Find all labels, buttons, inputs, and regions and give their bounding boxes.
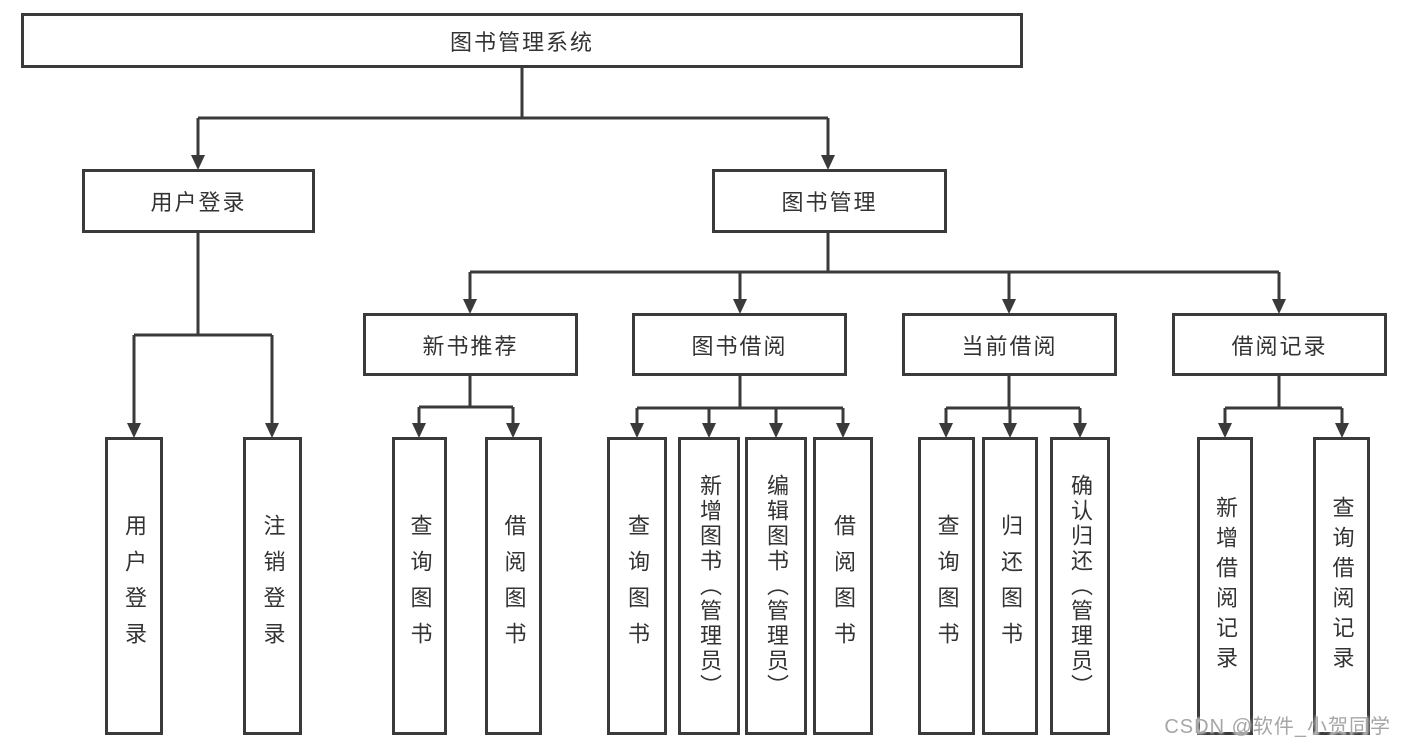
node-user-login: 用户登录 bbox=[82, 169, 315, 233]
node-new-book-recommend: 新书推荐 bbox=[363, 313, 578, 376]
node-leaf-add-borrow-record: 新增借阅记录 bbox=[1197, 437, 1253, 735]
leaf-label: 查询借阅记录 bbox=[1329, 496, 1355, 676]
node-leaf-borrow-books-1: 借阅图书 bbox=[485, 437, 542, 735]
node-leaf-edit-books-admin: 编辑图书（管理员） bbox=[745, 437, 807, 735]
leaf-label: 新增图书（管理员） bbox=[697, 473, 722, 699]
node-leaf-user-login: 用户登录 bbox=[105, 437, 163, 735]
node-leaf-query-borrow-record: 查询借阅记录 bbox=[1313, 437, 1370, 735]
node-book-borrow: 图书借阅 bbox=[632, 313, 847, 376]
leaf-label: 新增借阅记录 bbox=[1213, 496, 1238, 676]
leaf-label: 查询图书 bbox=[625, 514, 650, 658]
node-borrow-records: 借阅记录 bbox=[1172, 313, 1387, 376]
node-book-management: 图书管理 bbox=[712, 169, 947, 233]
node-leaf-borrow-books-2: 借阅图书 bbox=[813, 437, 873, 735]
leaf-label: 编辑图书（管理员） bbox=[764, 473, 789, 699]
node-library-management-system: 图书管理系统 bbox=[21, 13, 1023, 68]
node-leaf-return-books: 归还图书 bbox=[982, 437, 1038, 735]
leaf-label: 查询图书 bbox=[407, 514, 433, 658]
leaf-label: 确认归还（管理员） bbox=[1068, 473, 1093, 699]
leaf-label: 用户登录 bbox=[122, 514, 147, 658]
node-leaf-query-books-2: 查询图书 bbox=[607, 437, 667, 735]
leaf-label: 查询图书 bbox=[934, 514, 960, 658]
arrowheads bbox=[127, 155, 1349, 438]
node-leaf-query-books-3: 查询图书 bbox=[918, 437, 975, 735]
leaf-label: 归还图书 bbox=[998, 514, 1023, 658]
leaf-label: 借阅图书 bbox=[501, 514, 527, 658]
leaf-label: 注销登录 bbox=[260, 514, 286, 658]
node-leaf-confirm-return-admin: 确认归还（管理员） bbox=[1050, 437, 1110, 735]
csdn-watermark: CSDN @软件_小贺同学 bbox=[1164, 716, 1391, 738]
node-leaf-query-books-1: 查询图书 bbox=[392, 437, 447, 735]
node-leaf-add-books-admin: 新增图书（管理员） bbox=[678, 437, 740, 735]
node-current-borrow: 当前借阅 bbox=[902, 313, 1117, 376]
node-leaf-logout: 注销登录 bbox=[243, 437, 302, 735]
leaf-label: 借阅图书 bbox=[831, 514, 856, 658]
